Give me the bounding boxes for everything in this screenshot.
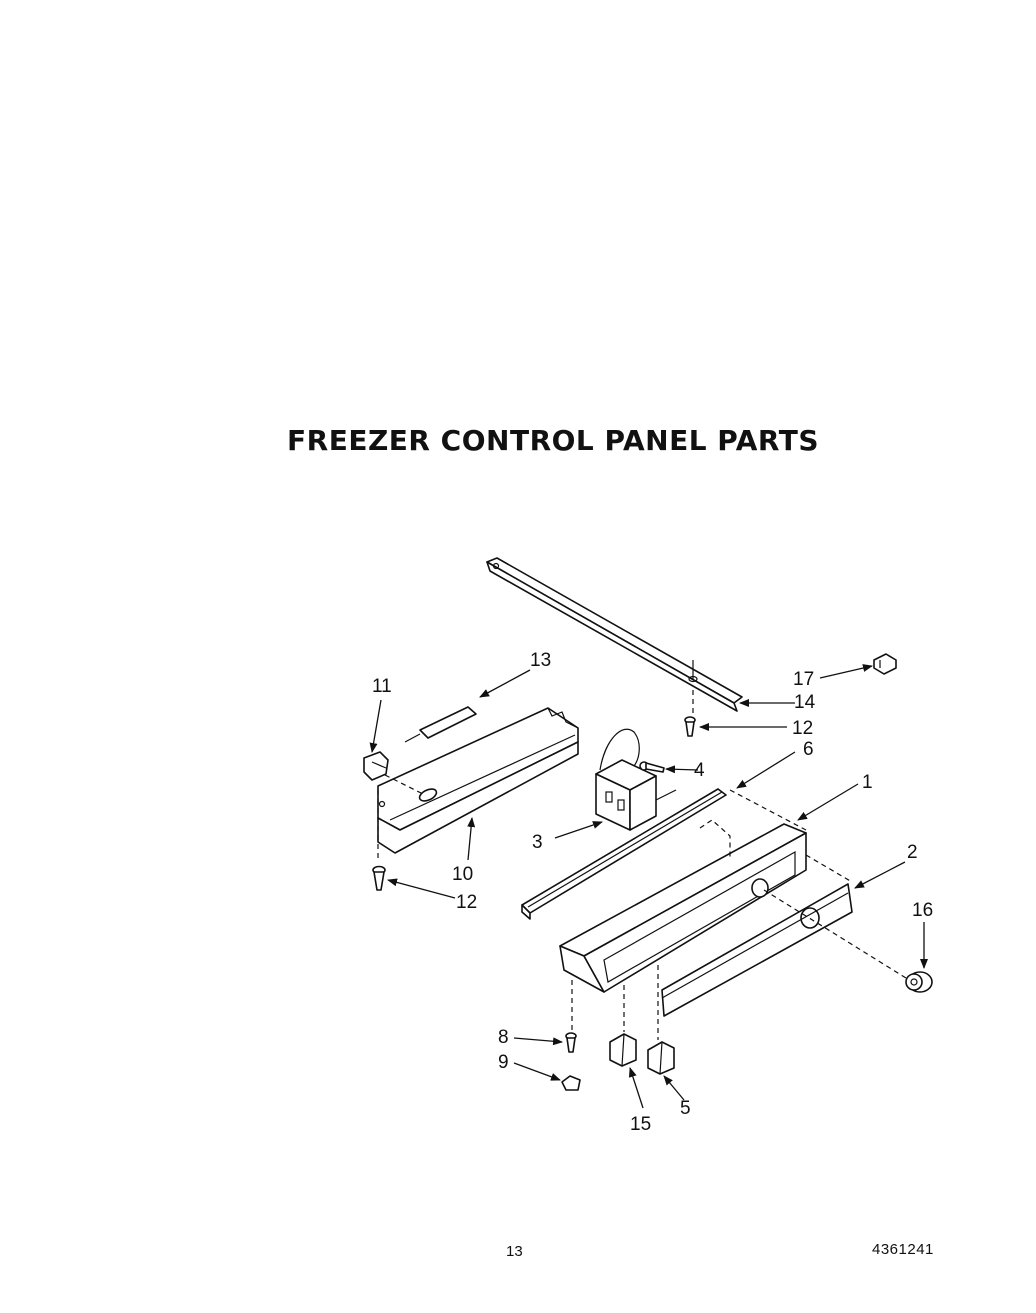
callout-12-left: 12 [456, 892, 477, 913]
callout-12-right: 12 [792, 718, 813, 739]
screw-part-8 [565, 1032, 577, 1053]
switch-part-5 [647, 1041, 675, 1075]
callout-15: 15 [630, 1114, 651, 1135]
bracket-part-14 [486, 557, 743, 712]
callout-10: 10 [452, 864, 473, 885]
sensing-bulb-part-13 [404, 706, 477, 743]
screw-part-4 [639, 761, 665, 773]
screw-part-12-right [684, 716, 696, 737]
switch-part-15 [609, 1033, 637, 1067]
callout-4: 4 [694, 760, 705, 781]
callout-6: 6 [803, 739, 814, 760]
bracket-part-10 [377, 707, 579, 854]
callout-17: 17 [793, 669, 814, 690]
page-number: 13 [506, 1243, 523, 1260]
callout-11: 11 [372, 676, 392, 697]
housing-part-1 [559, 789, 807, 993]
callout-labels: 1 2 3 4 5 6 8 9 10 11 12 12 13 14 15 16 … [372, 650, 933, 1135]
overlay-part-2 [661, 883, 853, 1017]
strip-part-6 [521, 788, 727, 920]
callout-5: 5 [680, 1098, 691, 1119]
callout-8: 8 [498, 1027, 509, 1048]
nut-part-9 [561, 1075, 581, 1091]
clip-part-11 [363, 751, 389, 781]
knob-part-16 [905, 971, 933, 993]
callout-3: 3 [532, 832, 543, 853]
callout-9: 9 [498, 1052, 509, 1073]
callout-13: 13 [530, 650, 551, 671]
screw-part-12-left [372, 865, 386, 891]
clip-part-17 [873, 653, 897, 675]
page-title: FREEZER CONTROL PANEL PARTS [287, 424, 819, 457]
leader-lines [369, 664, 928, 1109]
callout-14: 14 [794, 692, 816, 713]
thermostat-part-3 [595, 728, 677, 831]
callout-2: 2 [907, 842, 918, 863]
callout-16: 16 [912, 900, 933, 921]
assembly-lines [377, 690, 907, 1040]
callout-1: 1 [862, 772, 873, 793]
document-number: 4361241 [872, 1241, 934, 1258]
